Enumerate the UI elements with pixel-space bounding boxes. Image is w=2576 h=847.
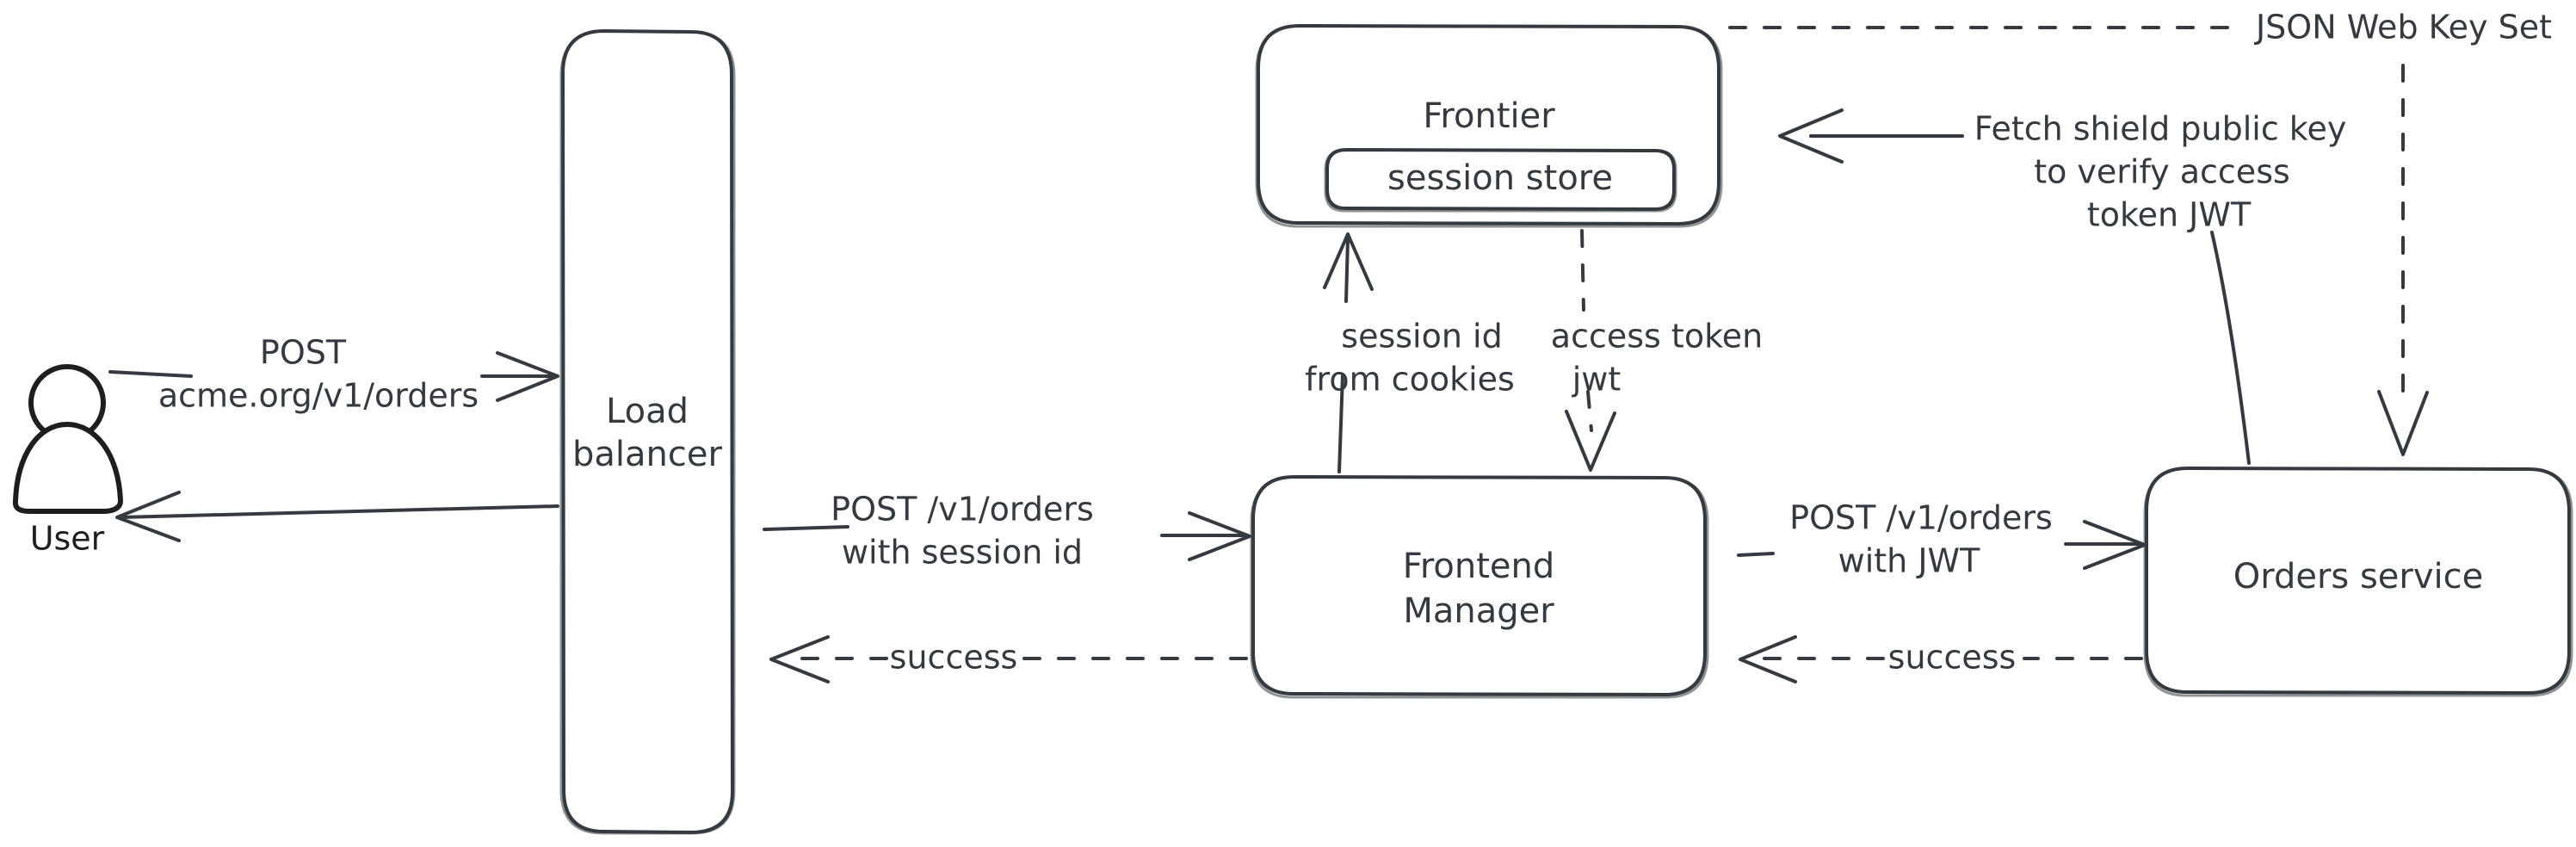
edge-fm-to-orders-label-line1: POST /v1/orders	[1789, 499, 2053, 537]
edge-fm-to-lb-label: success	[890, 639, 1018, 677]
edge-frontier-to-orders-service: JSON Web Key Set	[1728, 9, 2552, 456]
load-balancer-label-line1: Load	[606, 392, 689, 431]
node-frontend-manager[interactable]: Frontend Manager	[1250, 475, 1709, 699]
edge-frontier-to-frontend-manager: access token jwt	[1551, 229, 1763, 472]
session-store-label: session store	[1387, 158, 1613, 198]
edge-frontend-manager-to-orders-service: POST /v1/orders with JWT	[1737, 499, 2147, 580]
edge-frontend-manager-to-load-balancer: success	[769, 635, 1248, 683]
edge-user-to-lb-label-line2: acme.org/v1/orders	[158, 377, 479, 415]
edge-load-balancer-to-frontend-manager: POST /v1/orders with session id	[763, 491, 1251, 572]
edge-orders-service-to-frontier: Fetch shield public key to verify access…	[1778, 108, 2347, 465]
edge-user-to-lb-label-line1: POST	[260, 334, 347, 372]
edge-orders-to-frontier-label-line1: Fetch shield public key	[1974, 110, 2347, 148]
edge-lb-to-fm-label-line2: with session id	[842, 534, 1083, 572]
edge-frontier-to-fm-label-line1: access token	[1551, 318, 1763, 355]
frontend-manager-label-line1: Frontend	[1403, 547, 1555, 586]
edge-load-balancer-to-user	[115, 491, 559, 542]
edge-frontier-to-fm-label-line2: jwt	[1572, 361, 1622, 399]
actor-user[interactable]: User	[12, 364, 123, 558]
node-load-balancer[interactable]: Load balancer	[559, 29, 736, 835]
edge-fm-to-frontier-label-line1: session id	[1341, 318, 1502, 355]
user-body-icon	[12, 422, 123, 514]
load-balancer-label-line2: balancer	[572, 435, 722, 474]
edge-lb-to-fm-label-line1: POST /v1/orders	[831, 491, 1094, 529]
node-session-store[interactable]: session store	[1324, 148, 1677, 213]
edge-orders-to-frontier-label-line2: to verify access	[2034, 153, 2290, 191]
edge-orders-service-to-frontend-manager: success	[1739, 635, 2143, 683]
user-label: User	[30, 520, 105, 558]
edge-frontend-manager-to-frontier: session id from cookies	[1305, 232, 1515, 473]
frontend-manager-label-line2: Manager	[1403, 591, 1554, 631]
node-frontier[interactable]: Frontier session store	[1255, 24, 1723, 228]
node-orders-service[interactable]: Orders service	[2143, 467, 2573, 697]
edge-user-to-load-balancer: POST acme.org/v1/orders	[108, 334, 559, 415]
edge-orders-to-frontier-label-line3: token JWT	[2087, 196, 2252, 234]
edge-fm-to-orders-label-line2: with JWT	[1838, 542, 1980, 580]
edge-frontier-to-orders-label: JSON Web Key Set	[2254, 9, 2552, 46]
edge-fm-to-frontier-label-line2: from cookies	[1305, 361, 1515, 399]
edge-orders-to-fm-label: success	[1888, 639, 2017, 677]
frontier-label: Frontier	[1423, 96, 1555, 136]
orders-service-label: Orders service	[2233, 557, 2484, 597]
